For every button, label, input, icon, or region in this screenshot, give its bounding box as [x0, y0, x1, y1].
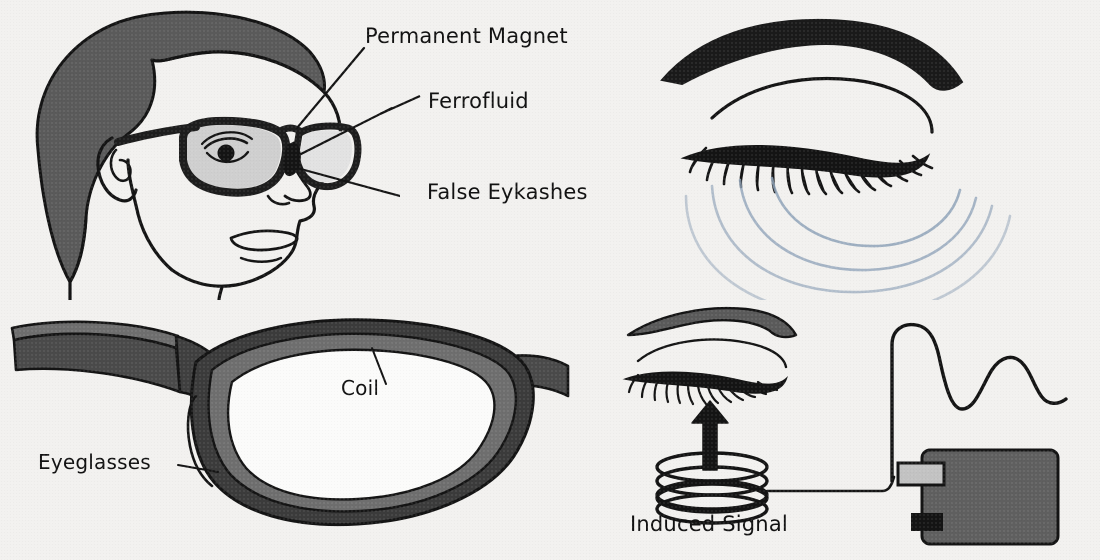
coil-turn-5 — [655, 482, 769, 514]
face-outline — [150, 50, 342, 288]
wave-arc-3 — [710, 184, 994, 294]
eyelid-crease-arc — [710, 76, 934, 134]
panel-induced-signal-readout — [622, 306, 1068, 546]
glasses-right-rim — [292, 122, 362, 191]
upward-arrow — [691, 400, 729, 471]
small-eyelid-arc — [636, 338, 788, 369]
wave-arc-4 — [684, 194, 1012, 300]
neck-right — [217, 285, 224, 300]
leader-line-coil — [371, 347, 387, 385]
label-eyeglasses: Eyeglasses — [38, 450, 151, 474]
leader-line-permanent-magnet — [295, 46, 366, 130]
device-port — [911, 513, 943, 531]
panel-eyeglasses-detail — [10, 318, 570, 527]
leader-line-false-eykashes — [295, 166, 400, 198]
leader-ext-ferrofluid — [380, 94, 421, 116]
leader-line-eyeglasses — [177, 464, 219, 473]
frame-bridge-notch — [186, 394, 214, 488]
glasses-bridge — [276, 124, 304, 135]
mouth-line — [229, 229, 299, 252]
small-closed-lash-line — [622, 371, 789, 394]
ear-inner — [109, 148, 132, 183]
nostril — [266, 194, 291, 206]
signal-device-body — [920, 448, 1060, 546]
wave-arc-2 — [738, 178, 978, 272]
label-coil: Coil — [341, 376, 380, 400]
panel-leader-extensions — [380, 94, 421, 116]
eyelash-group — [688, 146, 934, 196]
small-eyebrow-shape — [626, 306, 798, 339]
panel-head-with-glasses — [35, 10, 400, 300]
wave-arc-group — [684, 176, 1012, 300]
panel-closed-eye-waves — [660, 18, 1012, 300]
leader-line-ferrofluid — [297, 106, 394, 157]
label-ferrofluid: Ferrofluid — [428, 89, 529, 113]
device-connector-block — [896, 461, 946, 487]
temple-arm-body — [12, 332, 182, 394]
lens-opening — [226, 348, 496, 501]
neck-left — [68, 216, 88, 300]
lower-lip-line — [239, 256, 283, 263]
label-induced-signal: Induced Signal — [630, 512, 788, 536]
eye-pupil — [217, 144, 235, 162]
eye-lower-lid — [205, 150, 250, 164]
wave-arc-1 — [770, 176, 962, 248]
small-eyelash-group — [627, 373, 779, 406]
ear-outline — [96, 136, 138, 203]
label-false-eykashes: False Eykashes — [427, 180, 588, 204]
jaw-line — [126, 158, 174, 272]
ferrofluid-blob — [283, 141, 301, 177]
coil-to-device-wire — [765, 475, 896, 493]
closed-lash-line — [680, 145, 931, 178]
lens-right-fill — [300, 130, 352, 183]
eyebrow-shape — [660, 18, 964, 91]
eye-upper-lid — [203, 137, 249, 150]
pickup-coil — [655, 451, 769, 525]
eye-lash-arc — [200, 131, 254, 146]
label-permanent-magnet: Permanent Magnet — [365, 24, 568, 48]
signal-waveform-trace — [890, 322, 1068, 483]
coil-turn-4 — [655, 493, 769, 525]
